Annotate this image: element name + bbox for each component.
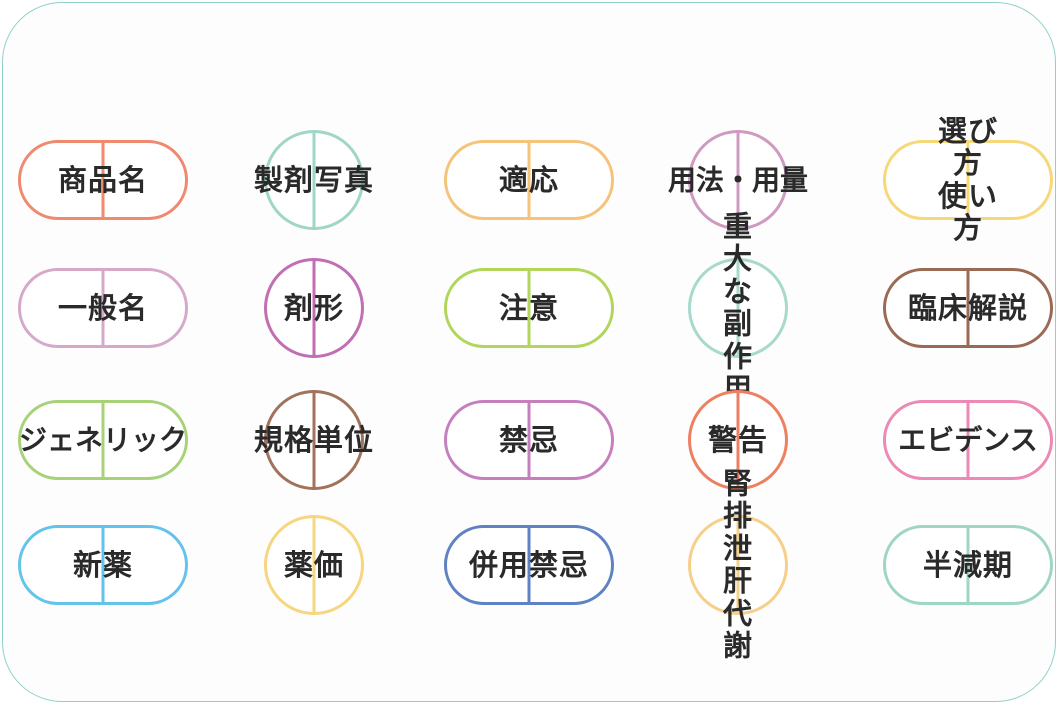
badge-divider	[966, 400, 970, 480]
badge-evidence: エビデンス	[883, 400, 1053, 480]
badge-hangenki: 半減期	[883, 525, 1053, 605]
badge-heiyo-kinki: 併用禁忌	[444, 525, 614, 605]
badge-divider	[312, 258, 316, 358]
badge-jin-haisetsu: 腎排泄 肝代謝	[688, 467, 788, 662]
badge-divider	[527, 140, 531, 220]
badge-divider	[527, 268, 531, 348]
badge-divider	[966, 268, 970, 348]
badge-seizai-shashin: 製剤写真	[254, 130, 373, 230]
badge-divider	[101, 268, 105, 348]
badge-label: 新薬	[72, 547, 134, 582]
badge-erabikata: 選び方 使い方	[883, 115, 1053, 245]
badge-label: 選び方 使い方	[937, 114, 998, 246]
badge-label: 臨床解説	[907, 290, 1029, 325]
badge-divider	[736, 390, 740, 490]
badge-label: 規格単位	[253, 422, 375, 457]
badge-divider	[966, 140, 970, 220]
badge-label: 警告	[707, 422, 769, 457]
badge-divider	[101, 400, 105, 480]
badge-divider	[527, 525, 531, 605]
badge-divider	[101, 525, 105, 605]
badge-divider	[312, 390, 316, 490]
badge-label: 腎排泄 肝代謝	[722, 466, 753, 663]
badge-divider	[736, 258, 740, 358]
badge-divider	[736, 130, 740, 230]
badge-label: エビデンス	[898, 423, 1038, 457]
badge-label: 一般名	[57, 290, 149, 325]
badge-shohinmei: 商品名	[18, 140, 188, 220]
badge-label: 商品名	[57, 162, 149, 197]
badge-divider	[101, 140, 105, 220]
badge-label: 適応	[498, 162, 560, 197]
badge-divider	[312, 515, 316, 615]
badge-ippanmei: 一般名	[18, 268, 188, 348]
badge-zaikei: 剤形	[264, 258, 364, 358]
badge-label: 用法・用量	[667, 163, 809, 197]
badge-kikaku-tani: 規格単位	[254, 390, 373, 490]
badge-label: 製剤写真	[253, 162, 375, 197]
badge-judai-fukusayo: 重大な 副作用	[688, 210, 788, 405]
badge-chui: 注意	[444, 268, 614, 348]
badge-yakka: 薬価	[264, 515, 364, 615]
badge-yoho-yoryo: 用法・用量	[668, 130, 808, 230]
badge-rinsho-kaisetsu: 臨床解説	[883, 268, 1053, 348]
badge-label: 注意	[498, 290, 560, 325]
badge-keikoku: 警告	[688, 390, 788, 490]
badge-label: 剤形	[283, 290, 345, 325]
badge-divider	[527, 400, 531, 480]
badge-label: ジェネリック	[18, 423, 188, 457]
badge-kinki: 禁忌	[444, 400, 614, 480]
badge-shinyaku: 新薬	[18, 525, 188, 605]
badge-label: 薬価	[283, 547, 345, 582]
badge-label: 半減期	[922, 547, 1014, 582]
badge-divider	[966, 525, 970, 605]
badge-generic: ジェネリック	[18, 400, 188, 480]
badge-divider	[312, 130, 316, 230]
badge-divider	[736, 515, 740, 615]
badge-tekio: 適応	[444, 140, 614, 220]
badge-label: 併用禁忌	[468, 547, 590, 582]
badge-label: 重大な 副作用	[722, 209, 753, 406]
badge-label: 禁忌	[498, 422, 560, 457]
